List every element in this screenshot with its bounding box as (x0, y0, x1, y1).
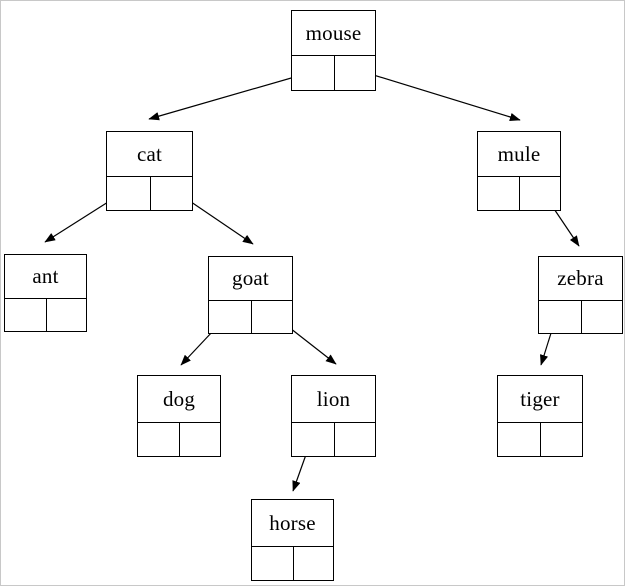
right-pointer-cell-mule[interactable] (519, 177, 560, 210)
right-pointer-cell-goat[interactable] (250, 301, 293, 333)
tree-node-label-zebra: zebra (557, 266, 604, 290)
tree-node-pointers-lion (292, 422, 375, 456)
left-pointer-cell-cat[interactable] (107, 177, 150, 210)
tree-node-cat[interactable]: cat (106, 131, 193, 211)
left-pointer-cell-zebra[interactable] (539, 301, 581, 333)
tree-node-ant[interactable]: ant (4, 254, 87, 332)
right-pointer-cell-ant[interactable] (45, 299, 87, 331)
tree-node-pointers-zebra (539, 300, 622, 333)
left-pointer-cell-horse[interactable] (252, 547, 293, 580)
left-pointer-cell-dog[interactable] (138, 423, 179, 456)
tree-node-mule[interactable]: mule (477, 131, 561, 211)
tree-node-dog[interactable]: dog (137, 375, 221, 457)
left-pointer-cell-mule[interactable] (478, 177, 519, 210)
left-pointer-cell-goat[interactable] (209, 301, 251, 333)
tree-node-tiger[interactable]: tiger (497, 375, 583, 457)
tree-node-pointers-horse (252, 546, 333, 580)
tree-node-pointers-cat (107, 176, 192, 210)
tree-node-label-cat: cat (136, 141, 163, 166)
tree-edge-mouse-to-mule (353, 68, 521, 122)
tree-node-label-mule: mule (497, 141, 541, 166)
right-pointer-cell-horse[interactable] (292, 547, 334, 580)
tree-node-pointers-mule (478, 176, 560, 210)
tree-node-pointers-mouse (292, 55, 375, 90)
tree-edge-mouse-to-cat (148, 71, 313, 121)
right-pointer-cell-lion[interactable] (333, 423, 376, 456)
tree-node-label-tiger: tiger (520, 386, 560, 411)
right-pointer-cell-tiger[interactable] (540, 423, 582, 456)
right-pointer-cell-dog[interactable] (179, 423, 220, 456)
tree-node-label-lion: lion (316, 386, 351, 411)
right-pointer-cell-cat[interactable] (149, 177, 193, 210)
left-pointer-cell-tiger[interactable] (498, 423, 540, 456)
tree-node-pointers-tiger (498, 422, 582, 456)
tree-node-label-goat: goat (232, 266, 269, 290)
right-pointer-cell-mouse[interactable] (333, 56, 376, 90)
tree-node-goat[interactable]: goat (208, 256, 293, 334)
left-pointer-cell-mouse[interactable] (292, 56, 334, 90)
left-pointer-cell-ant[interactable] (5, 299, 46, 331)
tree-node-label-mouse: mouse (305, 20, 362, 45)
right-pointer-cell-zebra[interactable] (580, 301, 623, 333)
tree-node-zebra[interactable]: zebra (538, 256, 623, 334)
tree-node-label-horse: horse (269, 510, 316, 535)
left-pointer-cell-lion[interactable] (292, 423, 334, 456)
tree-node-label-ant: ant (32, 264, 59, 288)
tree-node-mouse[interactable]: mouse (291, 10, 376, 91)
tree-node-pointers-goat (209, 300, 292, 333)
tree-node-pointers-dog (138, 422, 220, 456)
tree-node-label-dog: dog (162, 386, 196, 411)
tree-node-pointers-ant (5, 298, 86, 331)
tree-node-horse[interactable]: horse (251, 499, 334, 581)
tree-node-lion[interactable]: lion (291, 375, 376, 457)
